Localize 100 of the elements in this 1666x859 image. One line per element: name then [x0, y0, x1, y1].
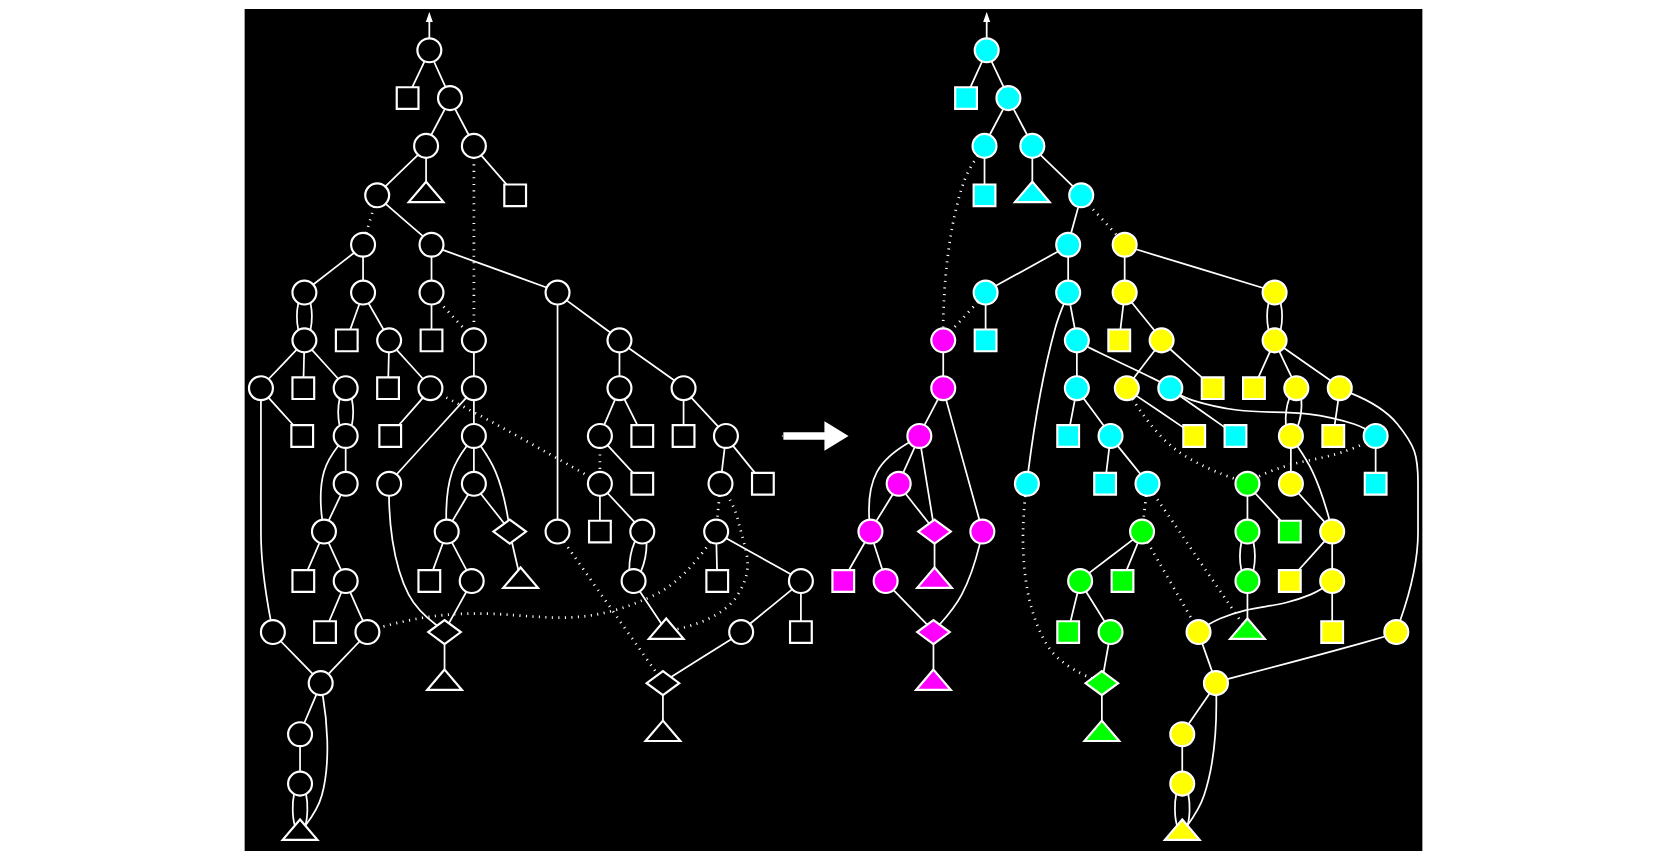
- node-circle: [460, 374, 487, 401]
- connector: [480, 154, 507, 185]
- node-circle: [544, 518, 571, 545]
- node-triangle: [500, 565, 540, 589]
- connector: [1186, 792, 1190, 826]
- connector: [447, 590, 467, 624]
- connector: [298, 744, 301, 773]
- node-circle: [1318, 567, 1345, 594]
- connector: [1119, 303, 1124, 330]
- node-circle: [1168, 720, 1195, 747]
- connector: [938, 542, 981, 625]
- connector: [395, 396, 467, 475]
- node-circle: [460, 470, 487, 497]
- node-circle: [1156, 374, 1183, 401]
- connector: [892, 588, 928, 625]
- connector: [479, 444, 509, 521]
- connector: [731, 444, 756, 473]
- node-circle: [332, 567, 359, 594]
- connector: [682, 398, 684, 426]
- connector: [932, 643, 934, 670]
- node-square: [1319, 619, 1344, 644]
- connector: [327, 493, 342, 521]
- connector: [1257, 350, 1271, 378]
- connector: [337, 397, 340, 426]
- connector: [606, 491, 635, 523]
- node-square: [1055, 619, 1080, 644]
- connector: [1225, 635, 1386, 680]
- connector: [1012, 107, 1028, 136]
- node-square: [290, 375, 315, 400]
- node-circle: [349, 231, 376, 258]
- connector: [1238, 540, 1242, 571]
- connector: [472, 351, 475, 377]
- connector: [1134, 247, 1264, 289]
- node-circle: [375, 326, 402, 353]
- connector: [1130, 301, 1155, 331]
- node-circle: [412, 132, 439, 159]
- connector: [310, 348, 339, 380]
- connector: [1296, 398, 1302, 427]
- node-circle: [706, 470, 734, 497]
- node-triangle: [405, 179, 446, 203]
- node-circle: [353, 618, 380, 645]
- connector: [1186, 693, 1217, 826]
- node-circle: [968, 518, 995, 545]
- connector: [429, 107, 446, 136]
- connector: [431, 541, 444, 571]
- node-circle: [1326, 374, 1353, 401]
- connector: [1132, 349, 1155, 379]
- connector: [1068, 398, 1076, 426]
- connector: [1086, 345, 1161, 383]
- connector: [410, 60, 425, 88]
- connector: [1026, 302, 1065, 473]
- connector: [1297, 491, 1325, 523]
- connector: [367, 301, 384, 330]
- connector: [327, 541, 342, 571]
- node-circle: [1111, 279, 1138, 306]
- node-square: [312, 619, 337, 644]
- connector: [424, 156, 427, 183]
- connector: [361, 255, 364, 281]
- node-circle: [1133, 470, 1161, 497]
- connector: [430, 303, 432, 330]
- connector: [386, 351, 390, 378]
- connector: [720, 446, 725, 473]
- connector: [949, 300, 979, 332]
- connector: [350, 397, 354, 426]
- connector: [319, 444, 339, 520]
- node-circle: [1261, 279, 1288, 306]
- node-circle: [247, 374, 274, 401]
- connector: [1104, 446, 1110, 474]
- connector: [479, 492, 505, 524]
- connector: [669, 638, 732, 678]
- node-square: [502, 182, 527, 207]
- connector: [1330, 592, 1333, 622]
- connector: [1246, 494, 1248, 520]
- connector: [565, 299, 611, 333]
- connector: [348, 302, 360, 330]
- node-circle: [332, 422, 359, 449]
- connector: [291, 792, 296, 826]
- node-circle: [605, 374, 632, 401]
- node-square: [419, 327, 443, 352]
- node-square: [289, 423, 314, 448]
- connector: [923, 398, 939, 426]
- node-triangle: [1227, 616, 1267, 640]
- connector: [1087, 538, 1134, 574]
- node-circle: [1097, 618, 1124, 645]
- connector: [941, 154, 979, 328]
- node-circle: [1097, 422, 1124, 449]
- connector: [944, 398, 980, 521]
- connector: [348, 591, 364, 622]
- node-square: [704, 568, 729, 593]
- connector: [1125, 541, 1139, 571]
- connector: [453, 107, 470, 136]
- node-circle: [310, 518, 337, 545]
- connector: [556, 303, 558, 520]
- connector: [1102, 642, 1109, 673]
- connector: [397, 396, 424, 426]
- node-circle: [1111, 231, 1138, 258]
- node-square: [1200, 375, 1225, 400]
- connector: [872, 541, 883, 570]
- connector: [441, 248, 547, 288]
- node-square: [416, 568, 441, 593]
